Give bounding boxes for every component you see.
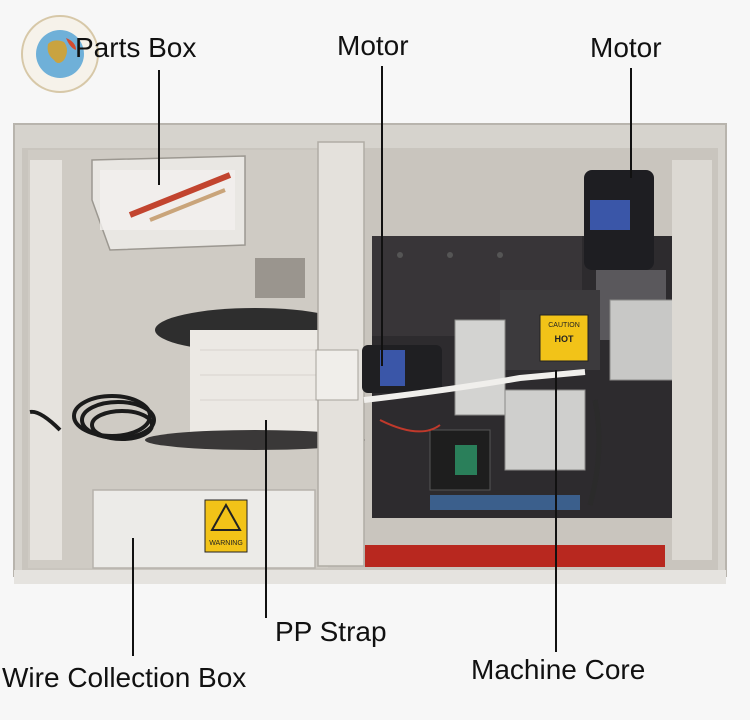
right-motor-label [590, 200, 630, 230]
warning-sticker [204, 499, 248, 553]
mount-screw [397, 252, 403, 258]
pp-strap-leader [265, 420, 267, 618]
left-motor-label [380, 350, 405, 386]
wire-collection-box [92, 489, 316, 569]
strap-reel-base [145, 430, 365, 450]
core-base-plate [430, 495, 580, 510]
wire-red [379, 419, 441, 433]
lower-tray [365, 545, 665, 567]
wire-box-leader [132, 538, 134, 656]
caution-sticker-text: CAUTION [548, 322, 580, 329]
label-pp-strap: PP Strap [275, 616, 387, 647]
wire-black [587, 399, 602, 506]
strap-path [363, 369, 586, 403]
mount-screw [447, 252, 453, 258]
machine-core-leader [555, 370, 557, 652]
hot-sticker-text: HOT [555, 334, 575, 344]
warning-sticker-text: WARNING [209, 540, 243, 547]
tool-red [128, 172, 232, 218]
logo-flag-swoosh [66, 38, 76, 50]
parts-box-leader [158, 70, 160, 185]
heater-block [504, 389, 586, 471]
roll-bracket [255, 258, 305, 298]
label-motor-left: Motor [337, 30, 409, 61]
power-cable-coil [29, 394, 156, 441]
caution-sticker [539, 314, 589, 362]
right-side-panel [672, 160, 712, 560]
strap-guide-block [454, 319, 506, 416]
label-wire-collection-box: Wire Collection Box [2, 662, 247, 693]
globe-logo [21, 15, 99, 93]
warning-triangle-icon [210, 502, 242, 531]
control-relay [455, 445, 477, 475]
mount-screw [497, 252, 503, 258]
tool-tan [149, 188, 226, 222]
motor-right-leader [630, 68, 632, 178]
column-guide [315, 349, 359, 401]
label-motor-right: Motor [590, 32, 662, 63]
left-side-panel [30, 160, 62, 560]
motor-left-leader [381, 66, 383, 366]
pp-strap-roll [190, 330, 320, 440]
label-parts-box: Parts Box [75, 32, 197, 63]
label-machine-core: Machine Core [471, 654, 646, 685]
cabinet-floor [14, 570, 726, 584]
logo-continent [47, 40, 67, 63]
